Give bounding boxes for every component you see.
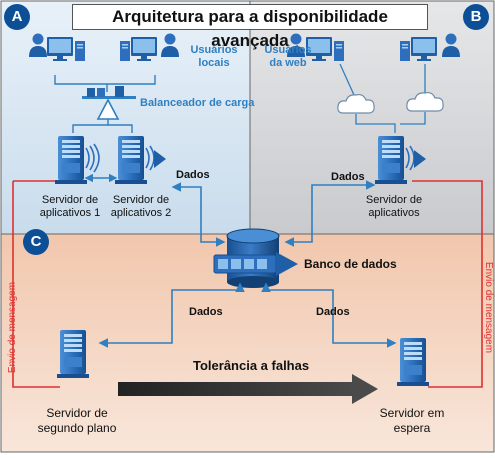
link-app-db-left bbox=[171, 182, 226, 247]
label-data-2: Dados bbox=[331, 171, 365, 183]
diagram-title: Arquitetura para a disponibilidade avanç… bbox=[72, 4, 428, 50]
label-database: Banco de dados bbox=[304, 257, 397, 271]
label-load-balancer: Balanceador de carga bbox=[140, 97, 255, 109]
zone-a-badge: A bbox=[4, 4, 30, 30]
label-standby-server: Servidor em espera bbox=[379, 406, 445, 435]
label-fault-tolerance: Tolerância a falhas bbox=[193, 358, 310, 373]
fault-tolerance-arrow bbox=[118, 374, 378, 404]
message-line-left bbox=[12, 181, 60, 388]
label-message-left: Envio de mensagem bbox=[7, 281, 19, 374]
label-app-server-2: Servidor de aplicativos 2 bbox=[110, 194, 172, 219]
zone-b-badge: B bbox=[463, 4, 489, 30]
standby-server bbox=[397, 338, 429, 386]
label-data-3: Dados bbox=[189, 306, 223, 318]
label-web-users: Usuários da web bbox=[264, 44, 312, 69]
label-local-users: Usuários locais bbox=[190, 44, 238, 69]
load-balancer bbox=[82, 86, 136, 120]
app-server-1 bbox=[55, 136, 100, 184]
message-line-right bbox=[412, 180, 483, 388]
backup-server bbox=[57, 330, 89, 378]
label-backup-server: Servidor de segundo plano bbox=[37, 406, 117, 435]
label-app-server-1: Servidor de aplicativos 1 bbox=[39, 194, 101, 219]
label-message-right: Envio de mensagem bbox=[483, 261, 495, 354]
app-server-2 bbox=[115, 136, 166, 184]
local-users-link bbox=[54, 75, 156, 85]
label-app-server-web: Servidor de aplicativos bbox=[365, 194, 423, 219]
app-server-web bbox=[375, 136, 426, 184]
label-data-1: Dados bbox=[176, 169, 210, 181]
label-data-4: Dados bbox=[316, 306, 350, 318]
link-app-db-right bbox=[284, 180, 376, 247]
database bbox=[213, 228, 298, 288]
zone-c-badge: C bbox=[23, 229, 49, 255]
